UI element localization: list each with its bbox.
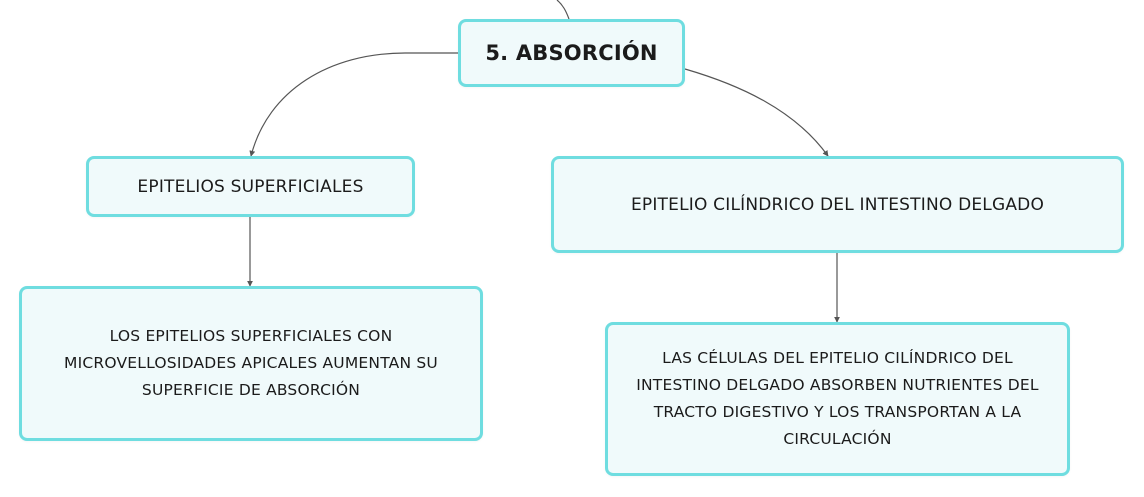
node-epitelio-cilindrico[interactable]: EPITELIO CILÍNDRICO DEL INTESTINO DELGAD… (551, 156, 1124, 253)
incoming-connector (556, 0, 570, 20)
node-epitelios-superficiales[interactable]: EPITELIOS SUPERFICIALES (86, 156, 415, 217)
node-epitelios-superficiales-label: EPITELIOS SUPERFICIALES (137, 176, 364, 197)
node-absorben-nutrientes-label: LAS CÉLULAS DEL EPITELIO CILÍNDRICO DEL … (636, 349, 1039, 448)
root-node-label: 5. ABSORCIÓN (485, 41, 658, 65)
node-microvellosidades[interactable]: LOS EPITELIOS SUPERFICIALES CON MICROVEL… (19, 286, 483, 441)
node-epitelio-cilindrico-label: EPITELIO CILÍNDRICO DEL INTESTINO DELGAD… (630, 194, 1045, 215)
node-microvellosidades-label: LOS EPITELIOS SUPERFICIALES CON MICROVEL… (64, 327, 438, 399)
node-absorben-nutrientes[interactable]: LAS CÉLULAS DEL EPITELIO CILÍNDRICO DEL … (605, 322, 1070, 476)
connector-root-to-epitelios (249, 52, 458, 157)
connector-root-to-cilindrico (684, 68, 829, 157)
root-node-absorcion[interactable]: 5. ABSORCIÓN (458, 19, 685, 87)
